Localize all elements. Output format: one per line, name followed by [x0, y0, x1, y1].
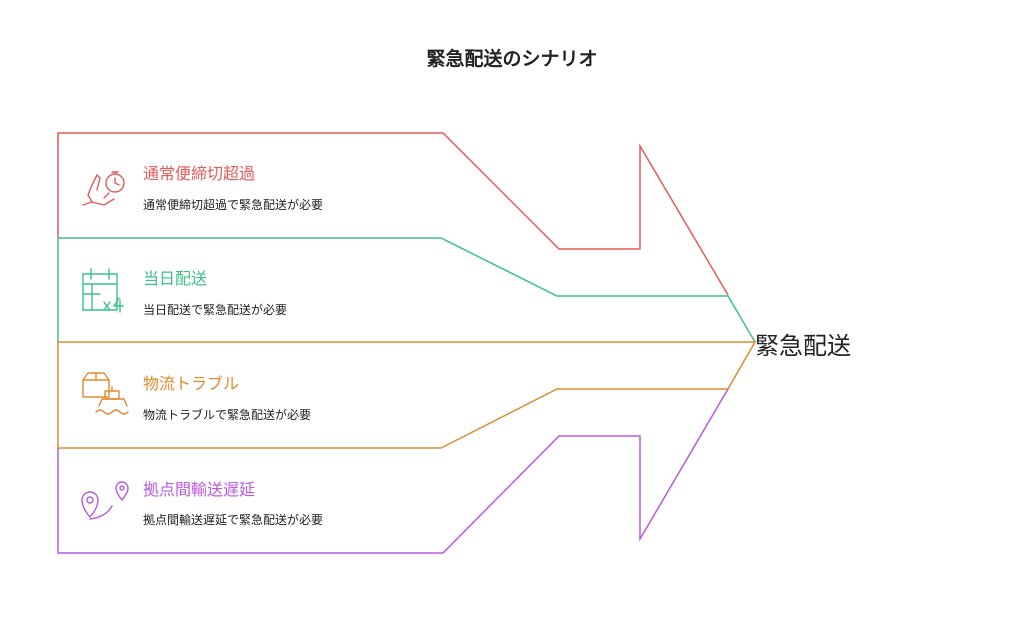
diagram-title: 緊急配送のシナリオ: [426, 48, 598, 70]
category-description-deadline: 通常便締切超過で緊急配送が必要: [143, 198, 324, 212]
category-description-hub-delay: 拠点間輸送遅延で緊急配送が必要: [143, 513, 324, 527]
category-title-same-day: 当日配送: [143, 269, 208, 288]
category-title-hub-delay: 拠点間輸送遅延: [143, 480, 256, 499]
category-title-deadline: 通常便締切超過: [143, 164, 256, 183]
band-green: [57, 237, 756, 343]
band-purple: [57, 388, 729, 554]
category-description-logistics-trouble: 物流トラブルで緊急配送が必要: [143, 408, 312, 422]
category-description-same-day: 当日配送で緊急配送が必要: [143, 303, 288, 317]
calendar-x4-icon: [82, 268, 124, 313]
band-orange: [57, 341, 757, 449]
box-ship-icon: [82, 372, 129, 415]
category-title-logistics-trouble: 物流トラブル: [143, 374, 240, 393]
hand-clock-icon: [82, 171, 125, 206]
location-pins-icon: [81, 481, 129, 520]
target-label: 緊急配送: [755, 332, 851, 360]
band-red: [57, 132, 729, 296]
